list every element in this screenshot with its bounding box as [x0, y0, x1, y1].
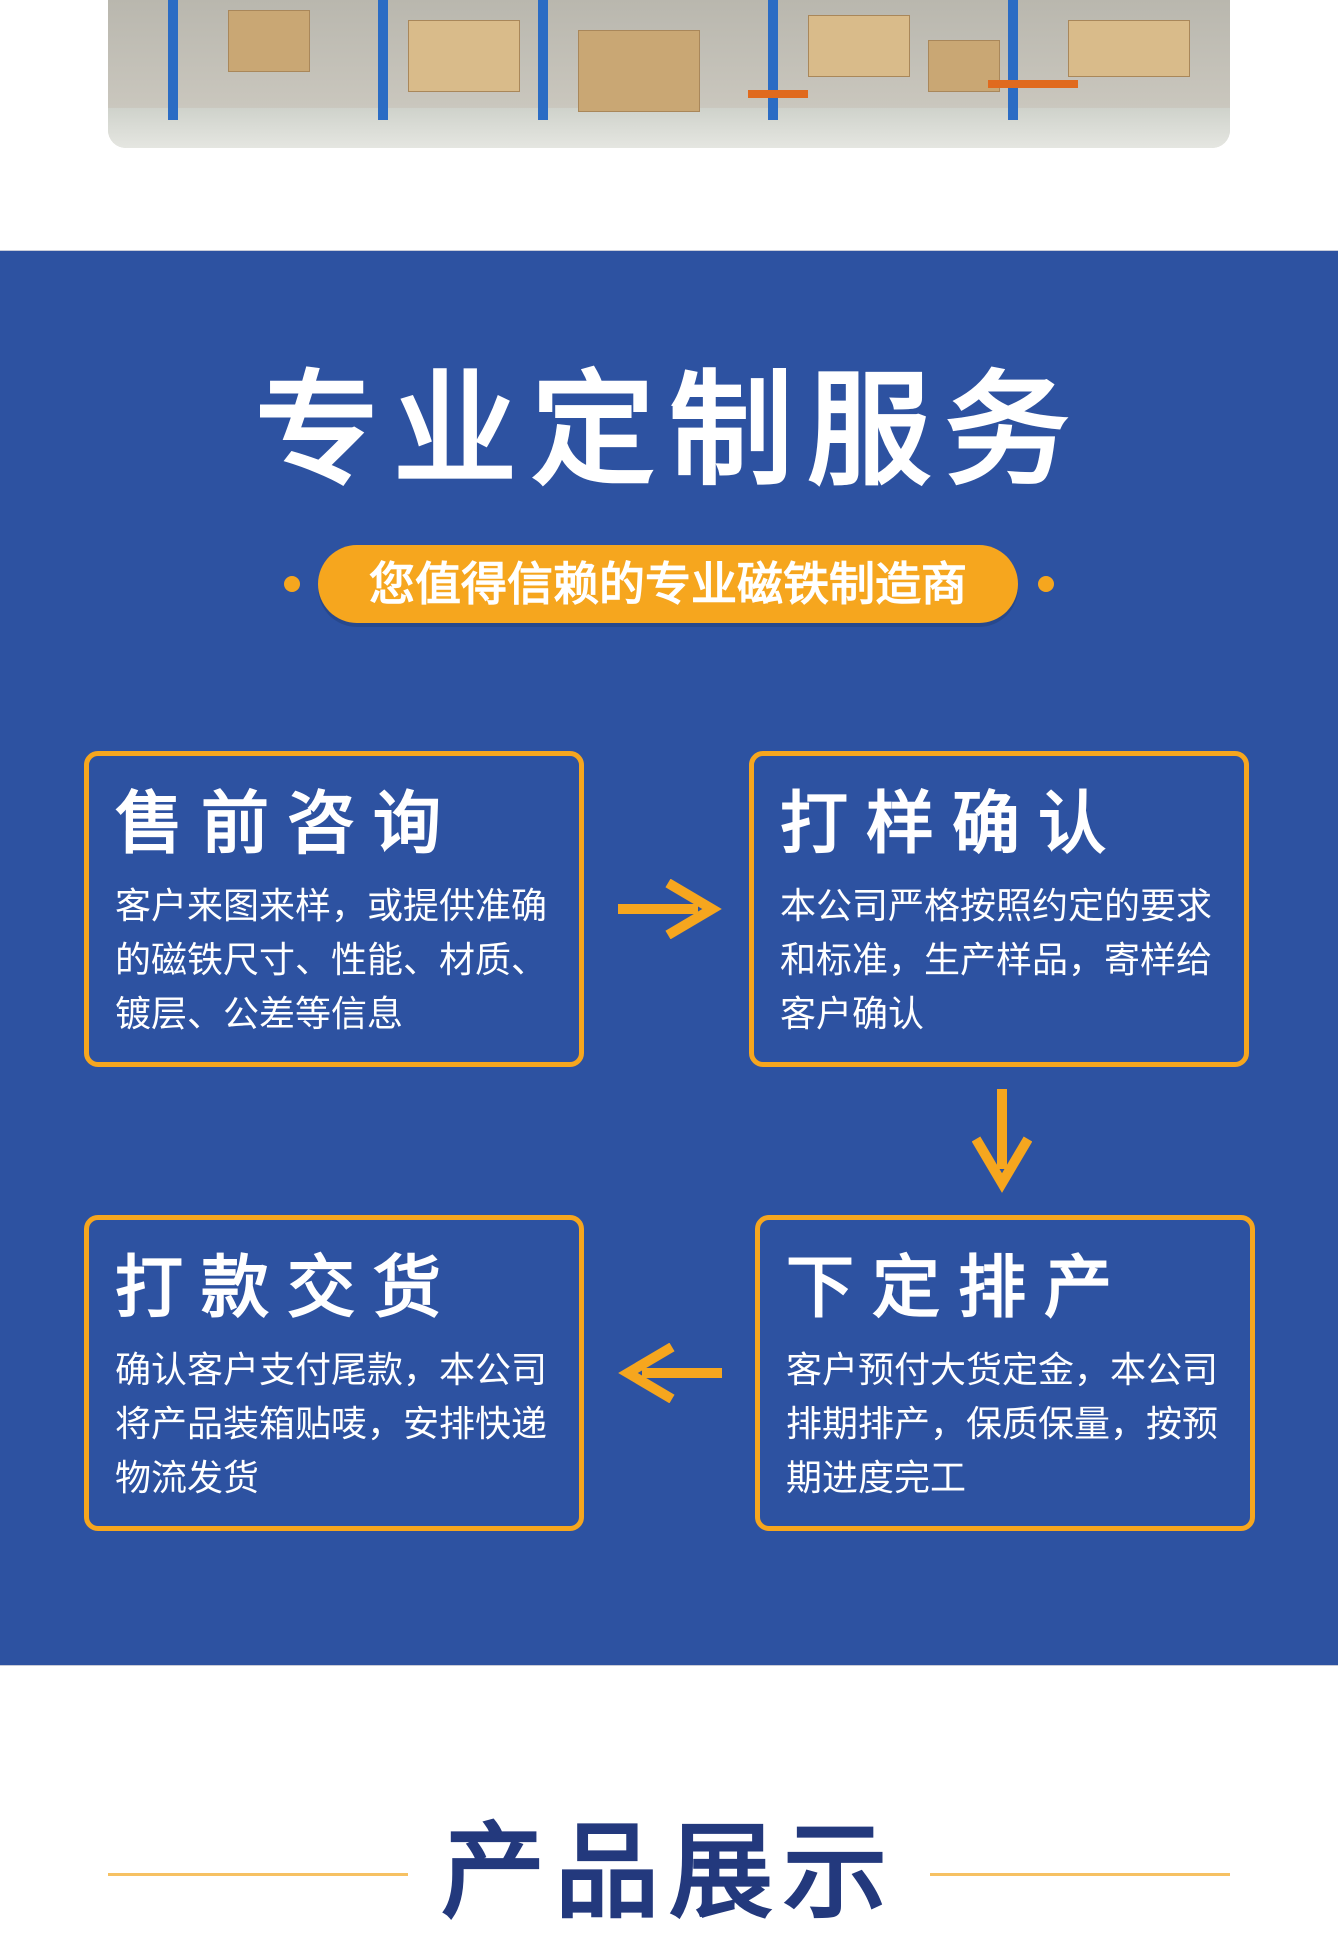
step-title: 打款交货 [115, 1249, 460, 1328]
shelf-beam [748, 90, 808, 98]
step-desc: 确认客户支付尾款，本公司将产品装箱贴唛，安排快递物流发货 [115, 1350, 548, 1499]
photo-box [228, 10, 310, 72]
step-card-consult: 售前咨询 客户来图来样，或提供准确的磁铁尺寸、性能、材质、镀层、公差等信息 [84, 751, 584, 1067]
warehouse-photo [108, 0, 1230, 148]
section-title: 专业定制服务 [254, 359, 1083, 503]
products-title: 产品展示 [440, 1811, 897, 1933]
step-card-payment: 打款交货 确认客户支付尾款，本公司将产品装箱贴唛，安排快递物流发货 [84, 1215, 584, 1531]
step-title: 售前咨询 [115, 785, 460, 864]
step-card-production: 下定排产 客户预付大货定金，本公司排期排产，保质保量，按预期进度完工 [755, 1215, 1255, 1531]
step-desc: 本公司严格按照约定的要求和标准，生产样品，寄样给客户确认 [780, 886, 1213, 1035]
photo-box [928, 40, 1000, 92]
divider-right [930, 1873, 1230, 1876]
photo-floor [108, 108, 1230, 148]
shelf-post [538, 0, 548, 120]
dot-right [1038, 576, 1054, 592]
shelf-post [378, 0, 388, 120]
shelf-post [168, 0, 178, 120]
photo-box [408, 20, 520, 92]
arrow-left-icon [618, 1343, 722, 1403]
shelf-beam [988, 80, 1078, 88]
step-title: 下定排产 [786, 1249, 1131, 1328]
divider-left [108, 1873, 408, 1876]
step-card-sample: 打样确认 本公司严格按照约定的要求和标准，生产样品，寄样给客户确认 [749, 751, 1249, 1067]
arrow-right-icon [618, 879, 722, 939]
step-desc: 客户来图来样，或提供准确的磁铁尺寸、性能、材质、镀层、公差等信息 [115, 886, 548, 1035]
shelf-post [1008, 0, 1018, 120]
custom-service-section: 专业定制服务 您值得信赖的专业磁铁制造商 售前咨询 客户来图来样，或提供准确的磁… [0, 250, 1338, 1666]
shelf-post [768, 0, 778, 120]
photo-box [808, 15, 910, 77]
photo-box [1068, 20, 1190, 77]
step-title: 打样确认 [780, 785, 1125, 864]
photo-box [578, 30, 700, 112]
subtitle-pill: 您值得信赖的专业磁铁制造商 [318, 545, 1018, 623]
arrow-down-icon [972, 1089, 1032, 1193]
step-desc: 客户预付大货定金，本公司排期排产，保质保量，按预期进度完工 [786, 1350, 1219, 1499]
dot-left [284, 576, 300, 592]
